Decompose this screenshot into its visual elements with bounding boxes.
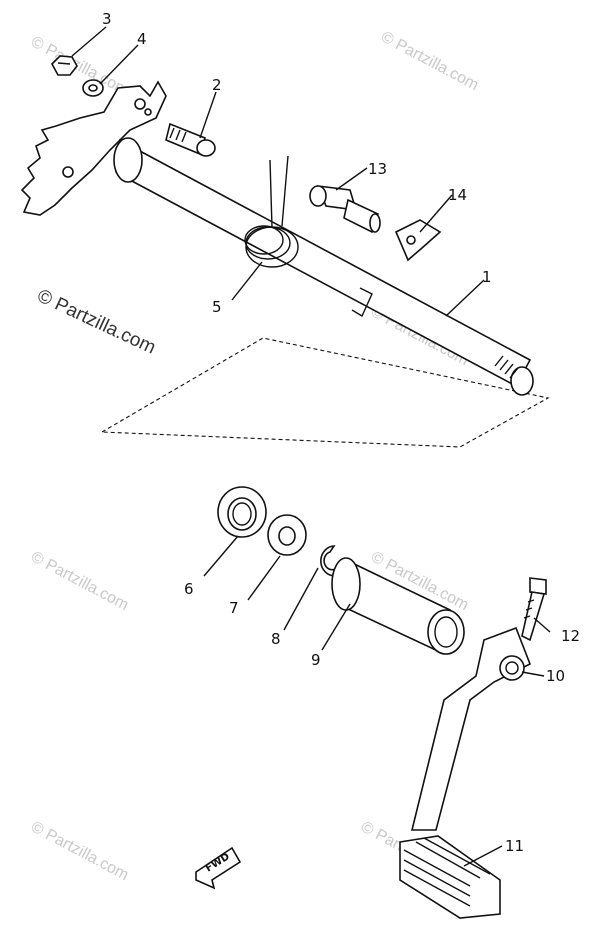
callout-6: 6 [184, 580, 194, 598]
pinch-bolt-part-12 [521, 577, 547, 642]
callout-5: 5 [212, 298, 222, 316]
callout-1: 1 [482, 268, 492, 286]
oil-seal-part-6 [217, 486, 267, 538]
stud-part-13 [309, 185, 381, 234]
collar-part-9 [331, 557, 465, 655]
watermark-text: © Partzilla.com [378, 29, 481, 95]
assembly-guide-plane [100, 337, 550, 448]
pedal-rubber-part-11 [399, 835, 501, 919]
watermark-main: © Partzilla.com [34, 285, 159, 358]
callout-7: 7 [229, 599, 239, 617]
spring-part-5 [244, 155, 299, 268]
bolt-part-2 [165, 122, 216, 157]
callout-11: 11 [505, 837, 524, 855]
callout-8: 8 [271, 630, 281, 648]
shift-arm-plate [20, 80, 167, 216]
callout-2: 2 [212, 76, 222, 94]
stopper-part-14 [394, 219, 442, 262]
shift-shaft-part-1 [113, 137, 534, 396]
callout-3: 3 [102, 10, 112, 28]
watermark-text: © Partzilla.com [28, 549, 131, 615]
washer-part-7 [267, 514, 307, 556]
callout-13: 13 [368, 160, 387, 178]
callout-12: 12 [561, 627, 580, 645]
watermark-text: © Partzilla.com [28, 819, 131, 885]
watermark-text: © Partzilla.com [28, 34, 131, 100]
nut-part-3 [51, 55, 78, 76]
leader-lines [71, 26, 551, 867]
forward-arrow-icon: FWD [195, 846, 242, 890]
shift-pedal-part-10 [410, 626, 532, 831]
callout-9: 9 [311, 651, 321, 669]
callout-10: 10 [546, 667, 565, 685]
callout-14: 14 [448, 186, 467, 204]
callout-4: 4 [137, 30, 147, 48]
washer-part-4 [82, 79, 104, 97]
callout-labels: 3 4 2 13 14 1 5 6 7 8 9 10 12 11 [102, 10, 580, 855]
